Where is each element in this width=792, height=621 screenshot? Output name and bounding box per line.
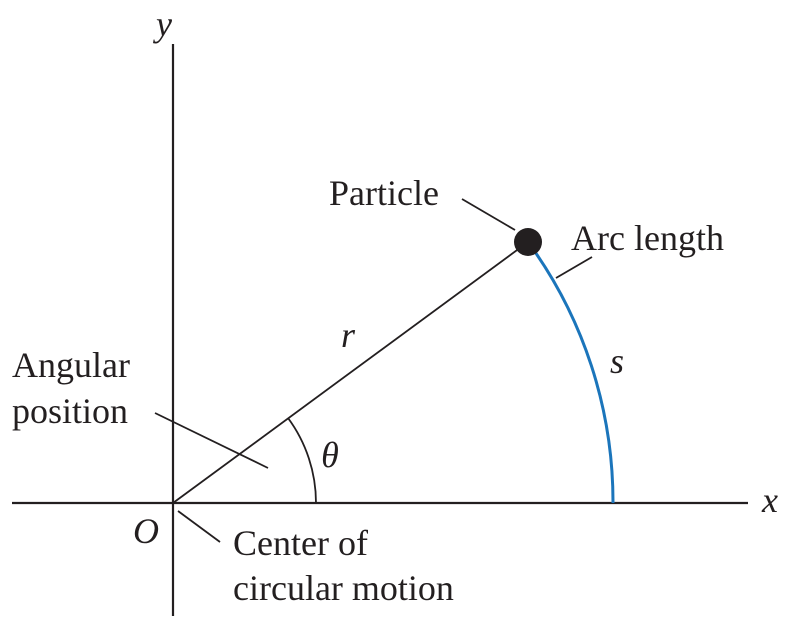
particle-dot (514, 228, 542, 256)
angle-arc (287, 417, 317, 504)
center-leader (177, 510, 221, 543)
angular-position-leader (154, 412, 269, 469)
particle-label: Particle (329, 173, 439, 213)
y-axis-label: y (153, 4, 172, 44)
origin-label: O (133, 511, 159, 551)
arc-length-label: Arc length (571, 218, 724, 258)
angular-position-label-line2: position (12, 391, 128, 431)
angular-position-label-line1: Angular (12, 345, 130, 385)
center-label-line2: circular motion (233, 568, 454, 608)
angle-symbol: θ (321, 435, 339, 475)
arc-length-curve (526, 241, 615, 504)
arc-length-leader (555, 256, 593, 279)
arc-length-symbol: s (610, 341, 624, 381)
radius-symbol: r (341, 315, 356, 355)
particle-leader (461, 198, 516, 231)
x-axis-label: x (761, 480, 778, 520)
center-label-line1: Center of (233, 523, 368, 563)
radius-line (172, 241, 529, 504)
